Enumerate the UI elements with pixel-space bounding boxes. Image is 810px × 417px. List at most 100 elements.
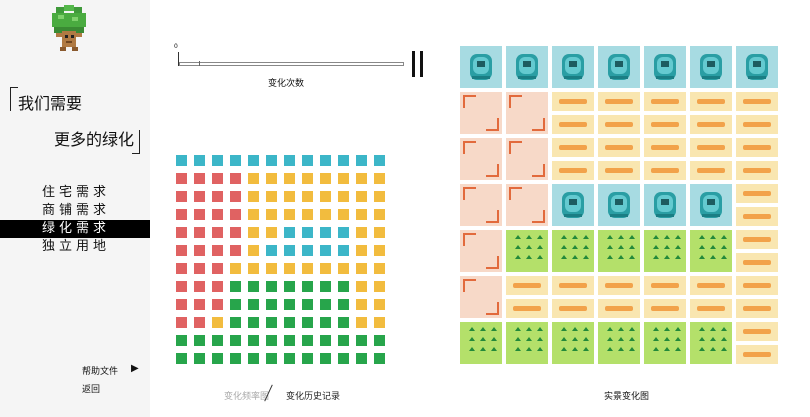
frequency-cell: [176, 173, 187, 184]
frequency-cell: [374, 155, 385, 166]
frequency-cell: [374, 173, 385, 184]
tile-residential: [598, 276, 640, 318]
tile-residential: [552, 138, 594, 180]
frequency-cell: [284, 227, 295, 238]
frequency-cell: [320, 353, 331, 364]
frequency-cell: [356, 173, 367, 184]
frequency-cell: [356, 263, 367, 274]
title-line-2: 更多的绿化: [54, 130, 135, 149]
frequency-cell: [248, 173, 259, 184]
frequency-cell: [266, 353, 277, 364]
frequency-cell: [194, 353, 205, 364]
tile-independent-land: [690, 184, 732, 226]
frequency-cell: [374, 335, 385, 346]
frequency-cell: [194, 209, 205, 220]
frequency-cell: [266, 191, 277, 202]
frequency-cell: [374, 353, 385, 364]
frequency-cell: [320, 209, 331, 220]
tile-independent-land: [460, 46, 502, 88]
tile-independent-land: [690, 46, 732, 88]
frequency-cell: [356, 209, 367, 220]
pause-icon[interactable]: [412, 51, 424, 77]
frequency-cell: [266, 155, 277, 166]
help-link[interactable]: 帮助文件: [82, 367, 119, 377]
title-line-1: 我们需要: [18, 94, 83, 113]
tile-residential: [598, 138, 640, 180]
frequency-cell: [284, 263, 295, 274]
frequency-cell: [248, 281, 259, 292]
frequency-cell: [356, 299, 367, 310]
tile-shop: [506, 92, 548, 134]
frequency-cell: [320, 227, 331, 238]
frequency-cell: [284, 317, 295, 328]
frequency-cell: [266, 299, 277, 310]
frequency-cell: [374, 263, 385, 274]
tile-residential: [736, 230, 778, 272]
tile-residential: [552, 276, 594, 318]
frequency-cell: [374, 209, 385, 220]
frequency-cell: [176, 245, 187, 256]
frequency-cell: [248, 245, 259, 256]
tile-residential: [644, 276, 686, 318]
demand-menu: 住宅需求 商铺需求 绿化需求 独立用地: [0, 184, 150, 256]
menu-item-shops[interactable]: 商铺需求: [42, 203, 111, 218]
tile-independent-land: [552, 184, 594, 226]
frequency-cell: [194, 281, 205, 292]
play-arrow-icon[interactable]: ▶: [131, 363, 139, 374]
tab-frequency-chart[interactable]: 变化频率图: [224, 392, 270, 402]
title-bracket-left: [10, 87, 18, 111]
frequency-cell: [248, 299, 259, 310]
frequency-cell: [284, 299, 295, 310]
tile-green: [690, 322, 732, 364]
frequency-cell: [194, 263, 205, 274]
frequency-cell: [248, 191, 259, 202]
tile-green: [552, 230, 594, 272]
tile-independent-land: [552, 46, 594, 88]
frequency-cell: [320, 281, 331, 292]
frequency-cell: [248, 353, 259, 364]
frequency-cell: [356, 281, 367, 292]
tile-residential: [598, 92, 640, 134]
tile-residential: [690, 92, 732, 134]
frequency-cell: [176, 317, 187, 328]
frequency-cell: [356, 191, 367, 202]
tile-residential: [644, 138, 686, 180]
frequency-cell: [176, 299, 187, 310]
tile-residential: [552, 92, 594, 134]
menu-item-independent-land[interactable]: 独立用地: [42, 239, 111, 254]
frequency-cell: [302, 245, 313, 256]
slider-handle[interactable]: [178, 52, 179, 66]
frequency-cell: [356, 335, 367, 346]
frequency-cell: [212, 299, 223, 310]
tile-green: [506, 230, 548, 272]
tab-history[interactable]: 变化历史记录: [286, 392, 341, 402]
frequency-cell: [194, 317, 205, 328]
frequency-cell: [176, 353, 187, 364]
frequency-cell: [230, 155, 241, 166]
frequency-cell: [338, 317, 349, 328]
frequency-cell: [266, 245, 277, 256]
frequency-cell: [284, 353, 295, 364]
tile-independent-land: [644, 46, 686, 88]
frequency-cell: [284, 245, 295, 256]
frequency-cell: [212, 227, 223, 238]
back-link[interactable]: 返回: [82, 385, 101, 395]
frequency-cell: [302, 281, 313, 292]
frequency-cell: [338, 299, 349, 310]
frequency-cell: [320, 173, 331, 184]
frequency-cell: [302, 263, 313, 274]
menu-item-greening[interactable]: 绿化需求: [0, 220, 150, 238]
frequency-cell: [338, 173, 349, 184]
frequency-cell: [176, 335, 187, 346]
menu-item-residential[interactable]: 住宅需求: [42, 185, 111, 200]
frequency-cell: [338, 191, 349, 202]
change-count-slider[interactable]: [179, 62, 404, 66]
tile-green: [644, 322, 686, 364]
tile-independent-land: [598, 46, 640, 88]
frequency-cell: [356, 245, 367, 256]
frequency-cell: [212, 209, 223, 220]
frequency-cell: [284, 335, 295, 346]
frequency-grid: [176, 155, 392, 371]
tile-residential: [736, 322, 778, 364]
